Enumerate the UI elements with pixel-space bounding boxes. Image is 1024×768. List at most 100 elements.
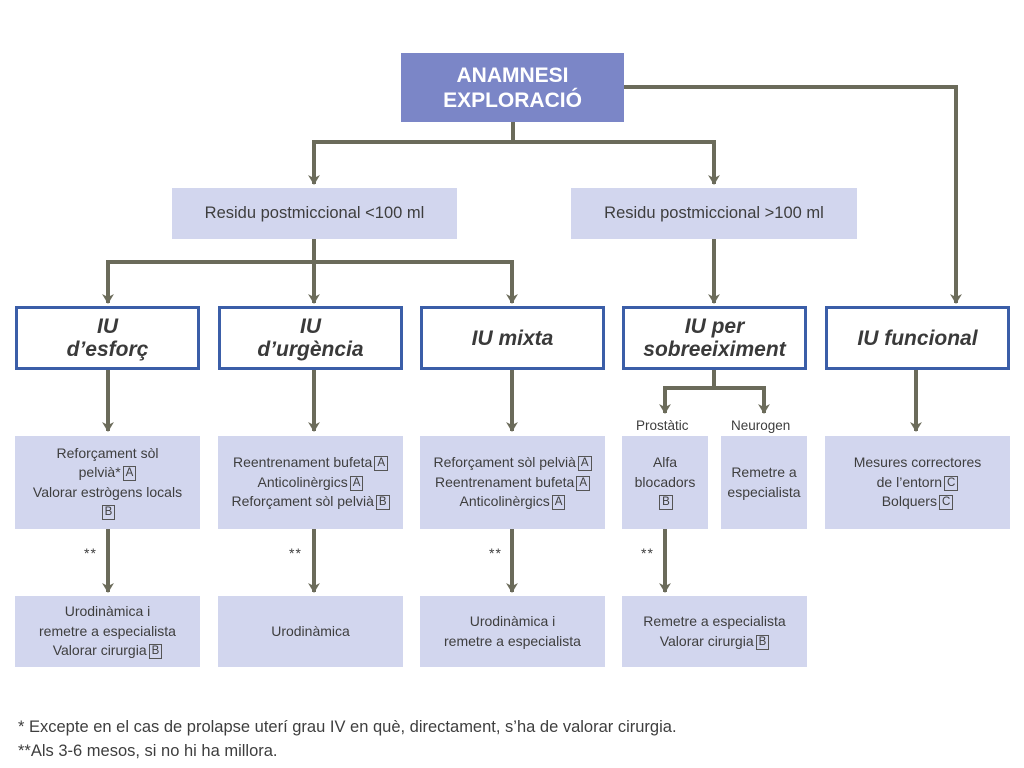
line-text: Reforçament sòl (56, 444, 159, 461)
line-text: Urodinàmica (271, 622, 350, 639)
text-line: Urodinàmica (271, 622, 350, 642)
text-line: Alfa (653, 453, 677, 473)
stars-sobreeiximent: ** (641, 545, 654, 561)
line-text: remetre a especialista (39, 622, 176, 639)
text-line: remetre a especialista (39, 622, 176, 642)
evidence-grade-badge: A (576, 475, 590, 491)
evidence-grade-badge: B (375, 495, 390, 511)
text-line: especialista (727, 483, 800, 503)
iu-mixta-node: IU mixta (420, 306, 605, 370)
evidence-grade-badge: B (755, 634, 770, 650)
evidence-grade-badge: C (938, 495, 954, 511)
text-line: B (657, 492, 673, 512)
root-line2: EXPLORACIÓ (443, 88, 582, 112)
evidence-grade-badge: A (374, 456, 388, 472)
evidence-grade-badge: A (551, 495, 566, 511)
treatment-neurogen: Remetre a especialista (721, 436, 807, 529)
iu-esforc-node: IU d’esforç (15, 306, 200, 370)
iu-sobreeiximent-line1: IU per (684, 315, 745, 338)
stars-esforc: ** (84, 545, 97, 561)
evidence-grade-badge: B (101, 505, 116, 520)
line-text: Reforçament sòl pelvià (433, 454, 576, 471)
followup-mixta: Urodinàmica i remetre a especialista (420, 596, 605, 667)
line-text: Anticolinèrgics (257, 473, 348, 490)
line-text: Remetre a especialista (643, 613, 786, 629)
line-text: especialista (727, 483, 801, 500)
arrow-sobreeiximent-branch (659, 370, 716, 414)
iu-funcional-node: IU funcional (825, 306, 1010, 370)
evidence-grade-badge: A (349, 475, 364, 491)
residu-low-label: Residu postmiccional <100 ml (204, 204, 425, 222)
evidence-grade-badge: C (944, 475, 959, 491)
arrow-low-to-esforc (102, 239, 316, 304)
text-line: remetre a especialista (444, 632, 581, 652)
line-text: Reentrenament bufeta (233, 454, 373, 471)
iu-urgencia-node: IU d’urgència (218, 306, 403, 370)
line-text: Urodinàmica i (64, 603, 151, 620)
line-text: Urodinàmica i (469, 613, 556, 629)
text-line: Urodinàmica i (65, 602, 151, 622)
line-text: Remetre a (731, 464, 797, 480)
text-line: pelvià*A (79, 463, 137, 483)
text-line: Remetre a especialista (643, 612, 785, 632)
iu-funcional-line1: IU funcional (857, 326, 978, 350)
line-text: Reforçament sòl pelvià (231, 493, 374, 510)
sublabel-prostatic: Prostàtic (636, 418, 689, 433)
arrow-root-to-low (308, 122, 515, 185)
text-line: Reforçament sòl (57, 444, 159, 464)
stars-urgencia: ** (289, 545, 302, 561)
line-text: Valorar cirurgia (52, 642, 147, 659)
footnote-2: **Als 3-6 mesos, si no hi ha millora. (18, 742, 278, 760)
text-line: Urodinàmica i (470, 612, 556, 632)
root-node: ANAMNESI EXPLORACIÓ (401, 53, 624, 122)
iu-urgencia-line1: IU (300, 315, 321, 338)
followup-urgencia: Urodinàmica (218, 596, 403, 667)
text-line: Remetre a (731, 463, 796, 483)
line-text: remetre a especialista (444, 632, 581, 649)
line-text: Anticolinèrgics (459, 493, 550, 510)
stars-mixta: ** (489, 545, 502, 561)
residu-high-label: Residu postmiccional >100 ml (604, 204, 824, 222)
evidence-grade-badge: A (122, 466, 137, 481)
evidence-grade-badge: B (148, 644, 163, 660)
line-text: Reentrenament bufeta (435, 473, 575, 490)
residu-low-node: Residu postmiccional <100 ml (172, 188, 457, 239)
iu-esforc-line1: IU (97, 315, 118, 338)
line-text: de l’entorn (876, 473, 943, 490)
line-text: Alfa (652, 454, 678, 471)
text-line: Mesures correctores (854, 453, 982, 473)
arrow-sobreeiximent-to-neurogen (714, 386, 770, 414)
sublabel-neurogen: Neurogen (731, 418, 791, 433)
line-text: Valorar cirurgia (659, 632, 754, 649)
footnote-1: * Excepte en el cas de prolapse uterí gr… (18, 718, 677, 736)
arrow-low-to-mixta (314, 260, 518, 304)
line-text: Valorar estrògens locals (32, 483, 183, 500)
iu-urgencia-line2: d’urgència (257, 338, 364, 361)
evidence-grade-badge: B (659, 495, 673, 511)
evidence-grade-badge: A (577, 456, 592, 472)
text-line: Valorar estrògens locals (33, 483, 182, 503)
line-text: blocadors (634, 473, 696, 490)
line-text: Mesures correctores (853, 454, 982, 471)
iu-mixta-line1: IU mixta (471, 326, 554, 350)
line-text: Bolquers (881, 493, 937, 510)
iu-sobreeiximent-line2: sobreeiximent (643, 338, 786, 361)
root-line1: ANAMNESI (456, 63, 569, 87)
line-text: pelvià* (78, 464, 121, 480)
